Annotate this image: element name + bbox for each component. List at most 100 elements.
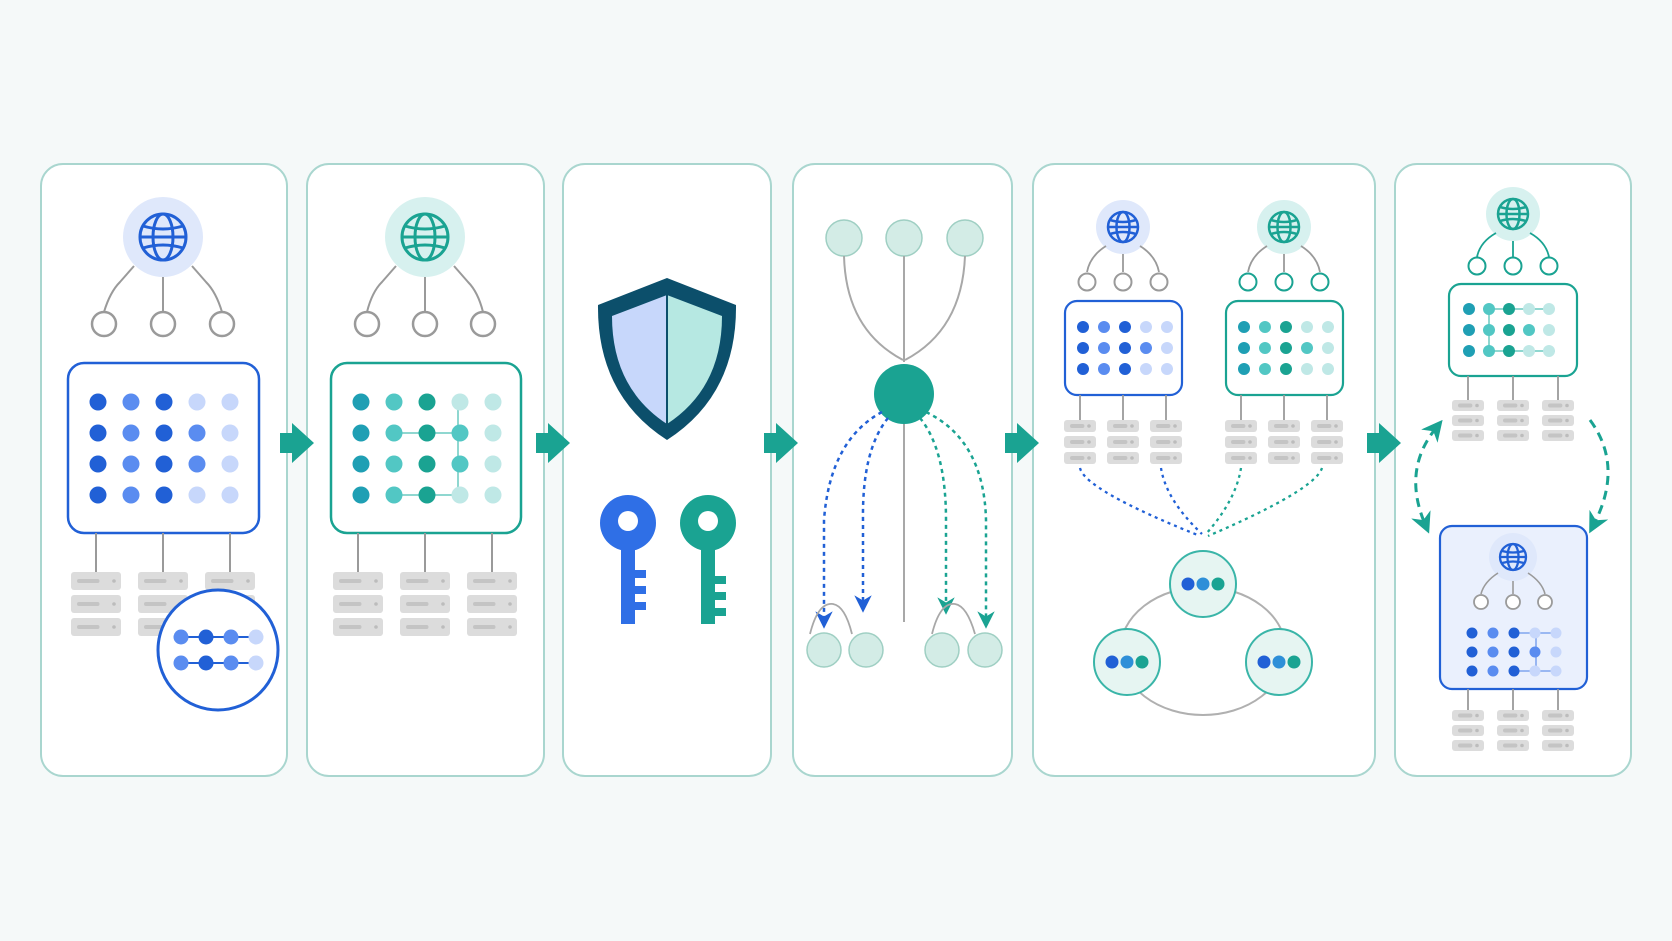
server-slot <box>77 602 100 606</box>
server-slot <box>406 602 429 606</box>
panel-3 <box>562 163 772 777</box>
server-led <box>508 625 512 629</box>
server-led <box>1291 424 1295 428</box>
server-slot <box>1274 456 1289 460</box>
grid-dot <box>1466 665 1478 677</box>
fanout-teal <box>919 410 995 629</box>
globe-icon <box>400 212 450 262</box>
tree-connectors <box>1480 572 1546 595</box>
grid-dot <box>1503 345 1515 357</box>
grid-dot <box>198 655 214 671</box>
server-slot <box>211 579 234 583</box>
grid-dot <box>352 393 370 411</box>
grid-dot <box>89 455 107 473</box>
grid-dot <box>1161 321 1173 333</box>
grid-dot <box>1301 321 1313 333</box>
grid-dot <box>1543 324 1555 336</box>
globe-icon <box>1267 210 1301 244</box>
grid-dot <box>352 486 370 504</box>
grid-dot <box>122 393 140 411</box>
tree-connectors <box>103 265 223 313</box>
grid-dot <box>188 393 206 411</box>
server-led <box>441 579 445 583</box>
panel-3-content <box>597 278 737 624</box>
server-slot <box>1070 456 1085 460</box>
server-led <box>179 579 183 583</box>
server-led <box>1334 456 1338 460</box>
globe-icon <box>1498 542 1528 572</box>
cluster-node <box>1245 628 1313 696</box>
grid-dot <box>198 629 214 645</box>
grid-dot <box>188 486 206 504</box>
server-slot <box>77 625 100 629</box>
grid-dot <box>1259 363 1271 375</box>
grid-dot <box>188 424 206 442</box>
grid-dot <box>1098 321 1110 333</box>
grid-dot <box>221 486 239 504</box>
grid-dot <box>188 455 206 473</box>
child-nodes <box>1238 272 1330 292</box>
panel-2-content <box>329 197 523 636</box>
server-led <box>441 625 445 629</box>
grid-dot <box>1523 303 1535 315</box>
grid-dot <box>1466 646 1478 658</box>
grid-dot <box>1161 342 1173 354</box>
grid-dot <box>418 486 436 504</box>
grid-dot <box>1140 342 1152 354</box>
grid-dot <box>1543 303 1555 315</box>
grid-dot <box>1322 342 1334 354</box>
grid-dot <box>1529 646 1541 658</box>
grid-dot <box>1140 321 1152 333</box>
grid-dot <box>418 424 436 442</box>
grid-dot <box>1550 627 1562 639</box>
server-led <box>1291 456 1295 460</box>
zoom-lens <box>156 588 280 712</box>
grid-dot <box>1259 342 1271 354</box>
server-led <box>1565 743 1569 748</box>
grid-dot <box>1543 345 1555 357</box>
server-led <box>1520 728 1524 733</box>
server-led <box>1520 433 1524 438</box>
panel-5 <box>1032 163 1376 777</box>
grid-dot <box>221 455 239 473</box>
server-slot <box>1548 433 1563 438</box>
grid-dot <box>1322 321 1334 333</box>
server-connectors <box>1467 376 1559 400</box>
server-slot <box>1113 456 1128 460</box>
server-led <box>374 579 378 583</box>
grid-dot <box>451 424 469 442</box>
panels <box>40 163 1632 777</box>
grid-dot <box>1077 321 1089 333</box>
server-slot <box>1548 728 1563 733</box>
grid-dot <box>1463 324 1475 336</box>
grid-dot <box>223 629 239 645</box>
grid-dot <box>248 629 264 645</box>
panel-4-content <box>806 219 1003 668</box>
server-led <box>1087 424 1091 428</box>
server-slot <box>1503 728 1518 733</box>
server-led <box>1130 456 1134 460</box>
leaf-links <box>809 603 976 635</box>
server-led <box>246 579 250 583</box>
server-led <box>1565 403 1569 408</box>
grid-dot <box>451 455 469 473</box>
grid-dot <box>1301 342 1313 354</box>
grid-dot <box>1238 321 1250 333</box>
panel-1-content <box>66 197 280 712</box>
grid-dot <box>484 486 502 504</box>
grid-dot <box>1483 324 1495 336</box>
grid-dot <box>385 455 403 473</box>
arrow-right-icon <box>1005 423 1039 463</box>
server-slot <box>1156 456 1171 460</box>
sync-arrows <box>1411 419 1610 534</box>
server-rack <box>333 572 517 636</box>
server-slot <box>1317 456 1332 460</box>
server-slot <box>1231 424 1246 428</box>
server-led <box>1130 424 1134 428</box>
leaf-nodes <box>806 632 1003 668</box>
server-led <box>1475 418 1479 423</box>
server-slot <box>1548 713 1563 718</box>
server-connectors <box>1240 395 1328 420</box>
tree-connectors <box>366 265 484 313</box>
server-led <box>1173 424 1177 428</box>
